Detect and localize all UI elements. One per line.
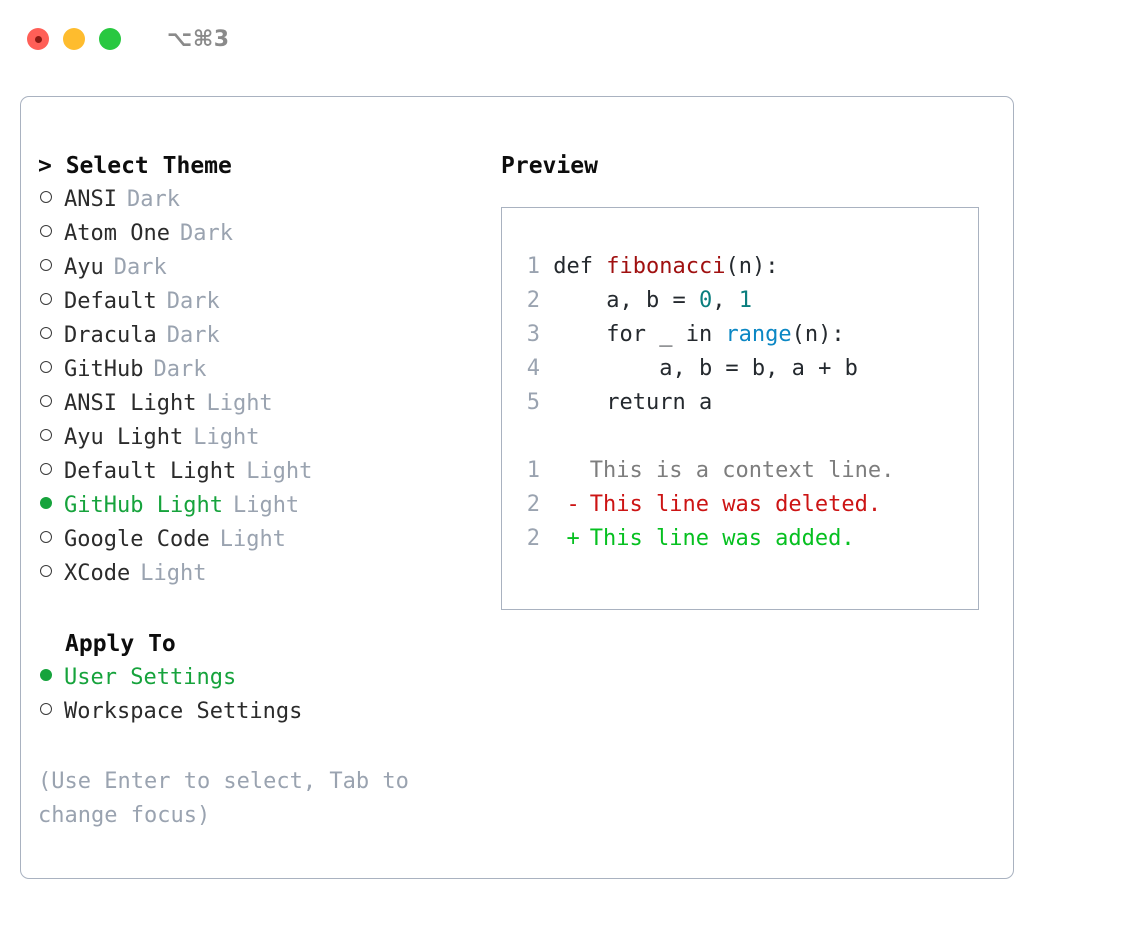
diff-line-added: 2 + This line was added. bbox=[522, 522, 978, 556]
code-token-plain: def bbox=[553, 254, 607, 279]
code-line: 2 a, b = 0, 1 bbox=[522, 284, 978, 318]
theme-option-xcode[interactable]: XCode Light bbox=[38, 557, 483, 591]
maximize-window-button[interactable] bbox=[99, 28, 121, 50]
apply-option-label: Workspace Settings bbox=[64, 699, 303, 724]
theme-variant-tag: Dark bbox=[113, 255, 167, 280]
diff-text: This line was deleted. bbox=[589, 492, 882, 517]
theme-option-ayu[interactable]: Ayu Dark bbox=[38, 251, 483, 285]
code-line: 4 a, b = b, a + b bbox=[522, 352, 978, 386]
line-number: 2 bbox=[526, 526, 540, 551]
theme-option-label: ANSI Light bbox=[64, 391, 197, 416]
theme-option-github-light[interactable]: GitHub Light Light bbox=[38, 489, 483, 523]
code-token-function: fibonacci bbox=[606, 254, 726, 279]
theme-option-label: Dracula bbox=[64, 323, 157, 348]
theme-option-dracula[interactable]: Dracula Dark bbox=[38, 319, 483, 353]
code-line: 3 for _ in range(n): bbox=[522, 318, 978, 352]
minimize-window-button[interactable] bbox=[63, 28, 85, 50]
theme-variant-tag: Dark bbox=[166, 289, 220, 314]
code-token-plain: a, b = b, a + b bbox=[553, 356, 858, 381]
apply-option-label: User Settings bbox=[64, 665, 237, 690]
theme-option-ansi[interactable]: ANSI Dark bbox=[38, 183, 483, 217]
diff-text: This is a context line. bbox=[589, 458, 895, 483]
theme-option-label: GitHub Light bbox=[64, 493, 223, 518]
theme-option-label: Atom One bbox=[64, 221, 170, 246]
theme-option-github[interactable]: GitHub Dark bbox=[38, 353, 483, 387]
theme-option-label: Default bbox=[64, 289, 157, 314]
theme-variant-tag: Dark bbox=[166, 323, 220, 348]
line-number: 4 bbox=[526, 356, 540, 381]
line-number: 3 bbox=[526, 322, 540, 347]
preview-title: Preview bbox=[501, 153, 598, 179]
theme-option-ansi-light[interactable]: ANSI Light Light bbox=[38, 387, 483, 421]
theme-variant-tag: Light bbox=[246, 459, 313, 484]
theme-option-default[interactable]: Default Dark bbox=[38, 285, 483, 319]
theme-option-label: XCode bbox=[64, 561, 131, 586]
diff-text: This line was added. bbox=[589, 526, 855, 551]
theme-option-label: ANSI bbox=[64, 187, 117, 212]
code-token-plain: , bbox=[712, 288, 739, 313]
keyboard-shortcut-label: ⌥⌘3 bbox=[167, 26, 230, 52]
diff-sample: 1 This is a context line.2 - This line w… bbox=[522, 454, 978, 556]
help-text: (Use Enter to select, Tab to change focu… bbox=[38, 769, 409, 828]
theme-variant-tag: Light bbox=[140, 561, 207, 586]
line-number: 5 bbox=[526, 390, 540, 415]
line-number: 2 bbox=[526, 492, 540, 517]
code-token-number: 0 bbox=[698, 288, 713, 313]
diff-line-deleted: 2 - This line was deleted. bbox=[522, 488, 978, 522]
traffic-lights bbox=[27, 28, 121, 50]
theme-option-ayu-light[interactable]: Ayu Light Light bbox=[38, 421, 483, 455]
theme-option-label: GitHub bbox=[64, 357, 144, 382]
code-token-plain: (n): bbox=[725, 254, 779, 279]
theme-variant-tag: Light bbox=[219, 527, 286, 552]
code-token-plain: return a bbox=[553, 390, 713, 415]
code-token-plain: (n): bbox=[791, 322, 845, 347]
diff-marker: - bbox=[566, 492, 580, 517]
diff-marker bbox=[567, 454, 577, 488]
theme-variant-tag: Dark bbox=[153, 357, 207, 382]
theme-variant-tag: Dark bbox=[179, 221, 233, 246]
theme-list-title: > Select Theme bbox=[38, 153, 232, 179]
diff-marker: + bbox=[566, 526, 580, 551]
theme-variant-tag: Light bbox=[193, 425, 260, 450]
apply-option-workspace-settings[interactable]: Workspace Settings bbox=[38, 695, 483, 729]
code-line: 1 def fibonacci(n): bbox=[522, 250, 978, 284]
line-number: 1 bbox=[526, 458, 540, 483]
theme-variant-tag: Light bbox=[206, 391, 273, 416]
theme-option-label: Default Light bbox=[64, 459, 237, 484]
apply-to-title: Apply To bbox=[65, 631, 176, 657]
code-token-plain: a, b = bbox=[553, 288, 699, 313]
diff-line-context: 1 This is a context line. bbox=[522, 454, 978, 488]
close-window-button[interactable] bbox=[27, 28, 49, 50]
preview-pane: Preview 1 def fibonacci(n):2 a, b = 0, 1… bbox=[483, 97, 1013, 878]
theme-option-default-light[interactable]: Default Light Light bbox=[38, 455, 483, 489]
line-number: 1 bbox=[526, 254, 540, 279]
title-bar: ⌥⌘3 bbox=[0, 0, 1140, 78]
theme-option-label: Ayu Light bbox=[64, 425, 184, 450]
line-number: 2 bbox=[526, 288, 540, 313]
code-line: 5 return a bbox=[522, 386, 978, 420]
theme-option-label: Ayu bbox=[64, 255, 104, 280]
theme-option-google-code[interactable]: Google Code Light bbox=[38, 523, 483, 557]
code-token-plain: for _ in bbox=[553, 322, 726, 347]
theme-variant-tag: Dark bbox=[126, 187, 180, 212]
theme-option-label: Google Code bbox=[64, 527, 210, 552]
code-token-builtin: range bbox=[725, 322, 792, 347]
code-token-number: 1 bbox=[738, 288, 752, 313]
apply-option-user-settings[interactable]: User Settings bbox=[38, 661, 483, 695]
theme-variant-tag: Light bbox=[232, 493, 300, 518]
theme-option-atom-one[interactable]: Atom One Dark bbox=[38, 217, 483, 251]
